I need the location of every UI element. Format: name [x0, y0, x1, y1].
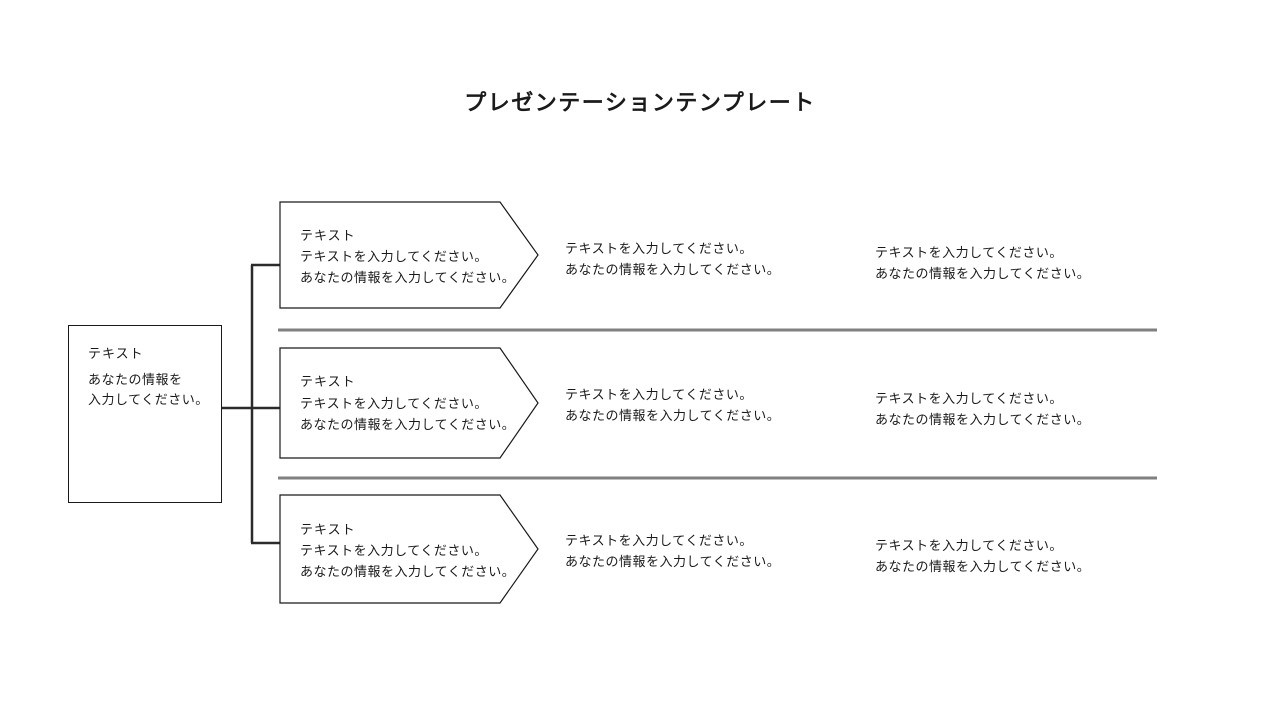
row-2-right-text: テキストを入力してください。 あなたの情報を入力してください。: [875, 388, 1090, 430]
row-3-middle-line-1: テキストを入力してください。: [565, 533, 753, 548]
row-3-right-line-1: テキストを入力してください。: [875, 538, 1063, 553]
arrow-1-heading: テキスト: [300, 228, 356, 243]
arrow-shape-3: [279, 494, 539, 604]
arrow-3-body: テキストを入力してください。 あなたの情報を入力してください。: [300, 540, 515, 582]
arrow-1-body-line-1: テキストを入力してください。: [300, 249, 488, 264]
row-3-right-line-2: あなたの情報を入力してください。: [875, 559, 1091, 574]
row-1-right-line-2: あなたの情報を入力してください。: [875, 266, 1091, 281]
row-1-right-text: テキストを入力してください。 あなたの情報を入力してください。: [875, 242, 1090, 284]
row-1-middle-line-2: あなたの情報を入力してください。: [565, 262, 781, 277]
row-2-right-line-1: テキストを入力してください。: [875, 391, 1063, 406]
root-box-body: あなたの情報を 入力してください。: [88, 370, 209, 410]
row-2-right-line-2: あなたの情報を入力してください。: [875, 412, 1091, 427]
arrow-2-body-line-2: あなたの情報を入力してください。: [300, 417, 516, 432]
arrow-1-body-line-2: あなたの情報を入力してください。: [300, 270, 516, 285]
row-2-middle-line-1: テキストを入力してください。: [565, 387, 753, 402]
arrow-2-heading: テキスト: [300, 374, 356, 389]
row-2-middle-text: テキストを入力してください。 あなたの情報を入力してください。: [565, 384, 780, 426]
arrow-3-body-line-1: テキストを入力してください。: [300, 543, 488, 558]
root-box-body-line-1: あなたの情報を: [88, 372, 183, 387]
row-2-middle-line-2: あなたの情報を入力してください。: [565, 408, 781, 423]
row-1-middle-line-1: テキストを入力してください。: [565, 241, 753, 256]
root-box-body-line-2: 入力してください。: [88, 392, 209, 407]
row-1-right-line-1: テキストを入力してください。: [875, 245, 1063, 260]
root-box-heading: テキスト: [88, 346, 144, 361]
row-3-middle-text: テキストを入力してください。 あなたの情報を入力してください。: [565, 530, 780, 572]
root-box: [68, 325, 222, 503]
arrow-2-body-line-1: テキストを入力してください。: [300, 396, 488, 411]
row-3-middle-line-2: あなたの情報を入力してください。: [565, 554, 781, 569]
arrow-2-body: テキストを入力してください。 あなたの情報を入力してください。: [300, 393, 515, 435]
arrow-1-body: テキストを入力してください。 あなたの情報を入力してください。: [300, 246, 515, 288]
row-3-right-text: テキストを入力してください。 あなたの情報を入力してください。: [875, 535, 1090, 577]
arrow-shape-2: [279, 347, 539, 459]
arrow-3-body-line-2: あなたの情報を入力してください。: [300, 564, 516, 579]
row-1-middle-text: テキストを入力してください。 あなたの情報を入力してください。: [565, 238, 780, 280]
arrow-shape-1: [279, 201, 539, 309]
slide-title: プレゼンテーションテンプレート: [464, 90, 816, 115]
arrow-3-heading: テキスト: [300, 522, 356, 537]
